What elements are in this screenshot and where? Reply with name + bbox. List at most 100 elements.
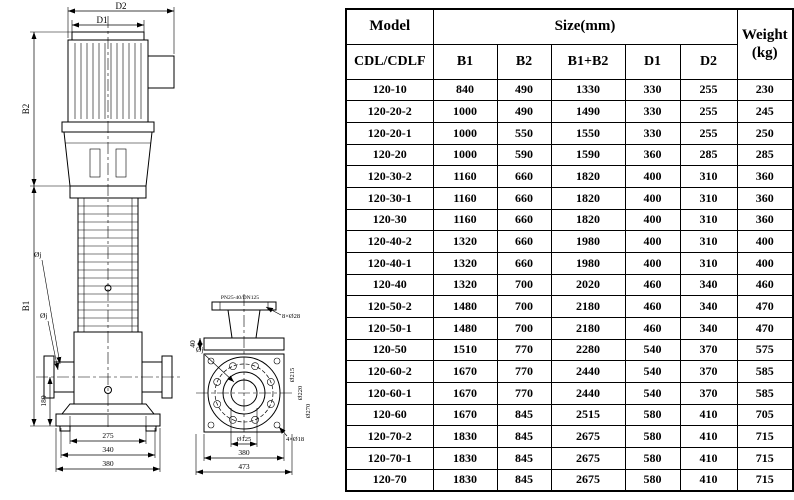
flange-side-view: PN25-40/DN125 8×Ø28 40 (188, 294, 300, 440)
table-cell: 2180 (550, 295, 626, 318)
table-header-row-groups: Model Size(mm) Weight (kg) (345, 8, 794, 80)
table-cell: 470 (736, 295, 794, 318)
table-cell: 1670 (432, 403, 498, 427)
table-cell: 460 (624, 273, 681, 297)
table-cell: 1490 (550, 100, 626, 123)
dimension-base-380: 380 (203, 434, 285, 461)
terminal-box (147, 55, 175, 89)
table-cell: 120-50-2 (345, 295, 434, 318)
table-cell: 310 (679, 251, 738, 275)
bore-circle (230, 379, 258, 407)
table-cell: 400 (624, 186, 681, 210)
bolt-hole (266, 378, 275, 386)
dim-label-d1: D1 (97, 15, 108, 25)
weight-label-line1: Weight (741, 26, 788, 43)
table-cell: 2180 (550, 316, 626, 340)
table-cell: 120-60-1 (345, 381, 434, 405)
table-cell: 400 (736, 230, 794, 253)
table-cell: 580 (624, 468, 681, 492)
table-cell: 845 (496, 446, 552, 470)
table-cell: 120-60-2 (345, 360, 434, 383)
table-cell: 2675 (550, 446, 626, 470)
table-cell: 310 (679, 165, 738, 188)
table-cell: 330 (624, 100, 681, 123)
table-cell: 700 (496, 273, 552, 297)
table-cell: 120-50 (345, 338, 434, 362)
table-cell: 2440 (550, 360, 626, 383)
table-cell: 370 (679, 360, 738, 383)
table-cell: 1980 (550, 230, 626, 253)
table-cell: 120-40-1 (345, 251, 434, 275)
table-cell: 1820 (550, 186, 626, 210)
table-cell: 360 (736, 186, 794, 210)
flange-spec-label: PN25-40/DN125 (221, 295, 259, 301)
table-cell: 1480 (432, 295, 498, 318)
dimension-380: 380 (55, 428, 161, 472)
dimension-base-473: 473 (195, 434, 293, 475)
phi220-label: Ø220 (297, 386, 304, 400)
table-cell: 1820 (550, 208, 626, 232)
vent-plug (104, 284, 112, 292)
col-header-d1: D1 (624, 43, 681, 80)
anchor-holes-label: 4×Ø18 (286, 436, 304, 443)
table-cell: 585 (736, 381, 794, 405)
table-cell: 700 (496, 295, 552, 318)
col-header-weight: Weight (kg) (736, 8, 794, 80)
table-cell: 360 (736, 165, 794, 188)
weight-label-line2: (kg) (751, 45, 778, 62)
table-cell: 230 (736, 78, 794, 102)
table-cell: 1000 (432, 100, 498, 123)
dimension-phi125: Ø125 (230, 408, 258, 447)
table-cell: 840 (432, 78, 498, 102)
anchor-bolt (59, 425, 71, 432)
pump-drawing-panel: D2 D1 B2 B1 180 Øj Øj 275 340 (0, 0, 342, 500)
table-cell: 1510 (432, 338, 498, 362)
bolt-circle (214, 363, 274, 423)
pump-stage-stack (69, 185, 147, 333)
tie-rods (83, 198, 133, 332)
table-cell: 1550 (550, 121, 626, 145)
dimension-180: 180 (39, 377, 53, 426)
table-cell: 2440 (550, 381, 626, 405)
table-cell: 705 (736, 403, 794, 427)
table-cell: 400 (624, 251, 681, 275)
col-header-model: Model (345, 8, 434, 45)
table-cell: 770 (496, 381, 552, 405)
table-cell: 845 (496, 403, 552, 427)
table-cell: 120-70-1 (345, 446, 434, 470)
flange-front-view: Øj Ø215 Ø220 Ø270 4×Ø18 (196, 345, 312, 443)
bolt-hole (266, 400, 275, 408)
table-cell: 120-10 (345, 78, 434, 102)
col-header-b1b2: B1+B2 (550, 43, 626, 80)
table-cell: 1830 (432, 468, 498, 492)
table-cell: 540 (624, 338, 681, 362)
dimension-340: 340 (60, 428, 156, 458)
table-cell: 460 (736, 273, 794, 297)
bolt-hole (213, 400, 221, 408)
table-cell: 120-50-1 (345, 316, 434, 340)
table-cell: 1330 (550, 78, 626, 102)
anchor-hole (207, 421, 215, 429)
bolt-hole (251, 362, 259, 371)
table-cell: 370 (679, 338, 738, 362)
phi270-label: Ø270 (305, 404, 312, 418)
table-cell: 845 (496, 425, 552, 448)
coupling-guard-slot (89, 148, 101, 178)
table-cell: 360 (624, 143, 681, 167)
dimension-b2: B2 (21, 31, 72, 187)
anchor-hole (273, 357, 281, 365)
base-473-label: 473 (238, 462, 250, 471)
table-cell: 250 (736, 121, 794, 145)
table-cell: 1830 (432, 446, 498, 470)
dim-label-b2: B2 (21, 104, 31, 115)
dimension-d2: D2 (67, 1, 175, 54)
table-cell: 1000 (432, 143, 498, 167)
